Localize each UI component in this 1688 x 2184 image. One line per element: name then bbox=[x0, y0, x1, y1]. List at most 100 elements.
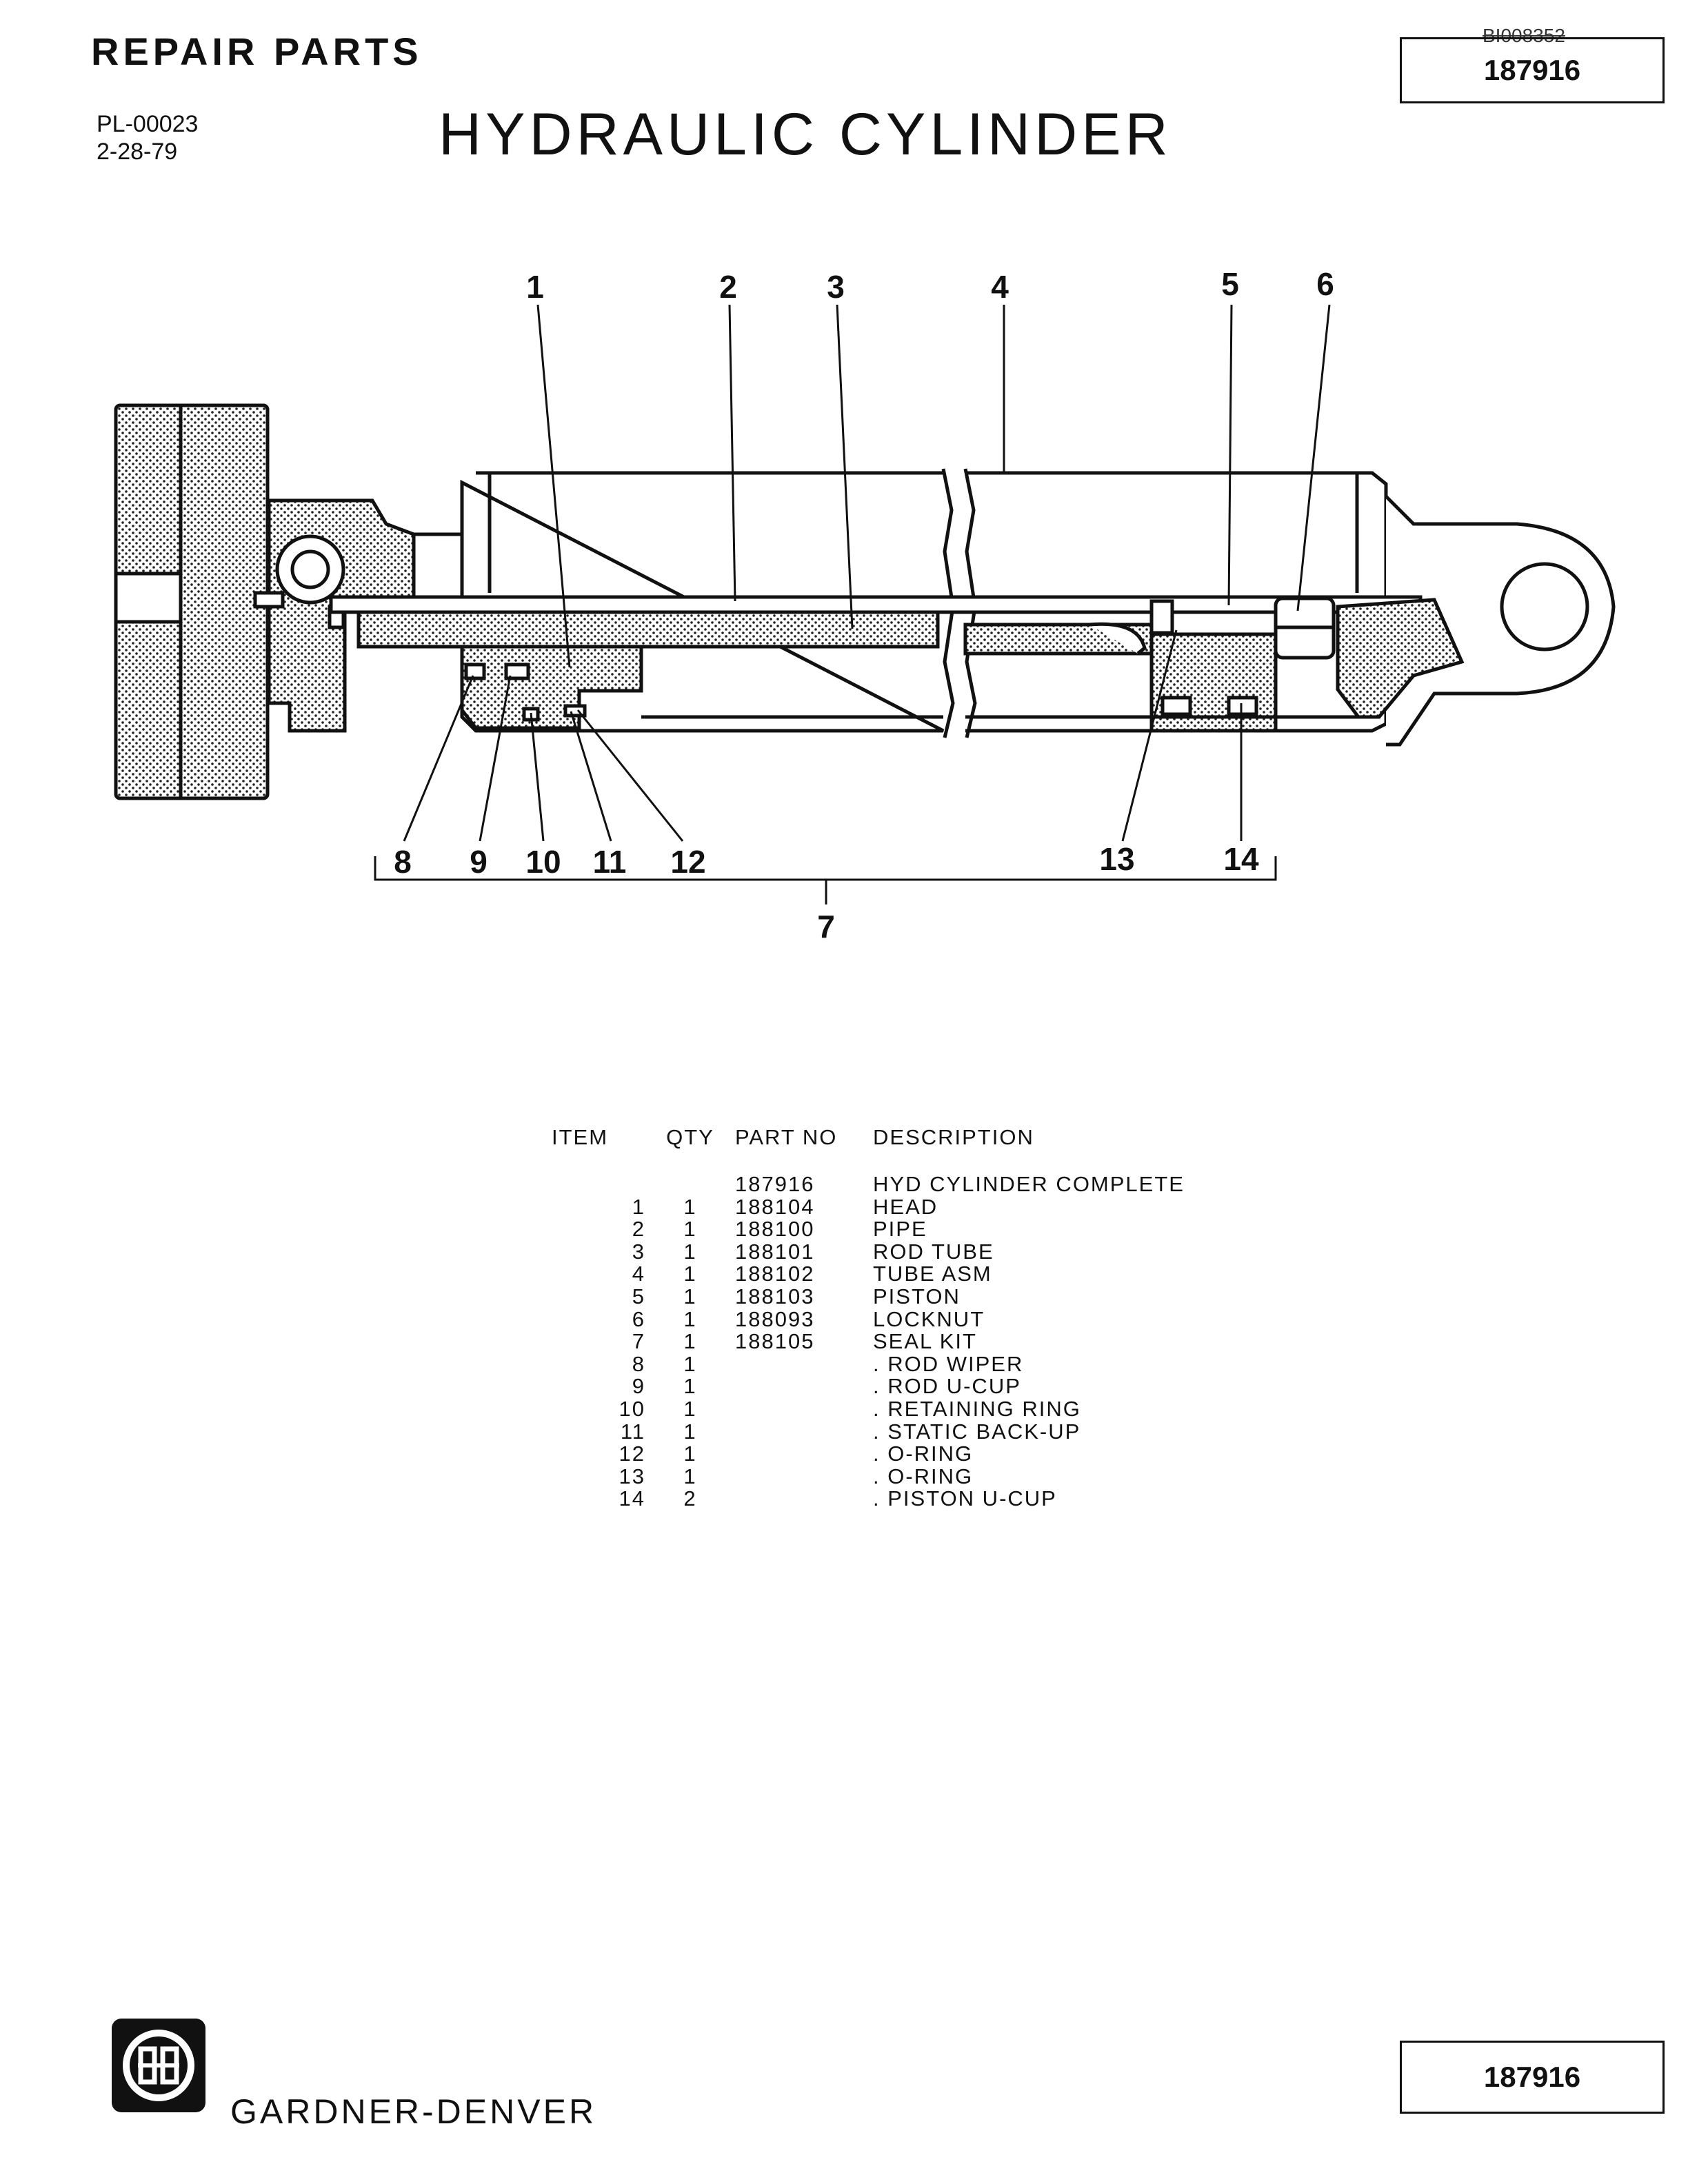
callout-14: 14 bbox=[1223, 841, 1259, 877]
row-item: 1 bbox=[632, 1194, 645, 1219]
row-description: PISTON bbox=[873, 1284, 961, 1308]
row-item: 12 bbox=[619, 1442, 645, 1466]
document-id: BI008352 bbox=[1483, 25, 1565, 46]
row-description: . ROD U-CUP bbox=[873, 1374, 1021, 1399]
callout-11: 11 bbox=[593, 844, 627, 880]
row-qty: 1 bbox=[683, 1194, 697, 1219]
row-qty: 1 bbox=[683, 1442, 697, 1466]
row-qty: 1 bbox=[683, 1464, 697, 1488]
callout-12: 12 bbox=[670, 844, 705, 880]
row-item: 14 bbox=[619, 1486, 645, 1511]
callout-2: 2 bbox=[719, 269, 737, 305]
row-description: . STATIC BACK-UP bbox=[873, 1419, 1081, 1444]
part-number-top: 187916 bbox=[1483, 54, 1581, 86]
row-description: ROD TUBE bbox=[873, 1239, 994, 1264]
row-qty: 1 bbox=[683, 1329, 697, 1354]
callout-6: 6 bbox=[1316, 266, 1334, 302]
row-part-no bbox=[735, 1466, 873, 1488]
row-item: 9 bbox=[632, 1374, 645, 1399]
row-qty: 1 bbox=[683, 1374, 697, 1399]
table-row: 9 1 . ROD U-CUP bbox=[552, 1375, 1185, 1398]
row-part-no bbox=[735, 1421, 873, 1444]
row-qty bbox=[645, 1173, 735, 1196]
row-qty: 1 bbox=[683, 1419, 697, 1444]
row-qty: 2 bbox=[683, 1486, 697, 1511]
row-description: . PISTON U-CUP bbox=[873, 1486, 1057, 1511]
part-number-bottom: 187916 bbox=[1483, 2061, 1581, 2093]
part-number-box-top: 187916 bbox=[1400, 37, 1665, 103]
row-item: 10 bbox=[619, 1396, 645, 1421]
callout-4: 4 bbox=[991, 269, 1009, 305]
plate-info: PL-00023 2-28-79 bbox=[97, 110, 198, 165]
rod-eye bbox=[1500, 562, 1589, 651]
row-part-no bbox=[735, 1375, 873, 1398]
table-row: 12 1 . O-RING bbox=[552, 1443, 1185, 1466]
col-description: DESCRIPTION bbox=[873, 1125, 1034, 1149]
table-row: 14 2 . PISTON U-CUP bbox=[552, 1488, 1185, 1510]
row-qty: 1 bbox=[683, 1306, 697, 1331]
row-description: TUBE ASM bbox=[873, 1262, 992, 1286]
row-part-no: 188093 bbox=[735, 1306, 815, 1331]
row-description: . RETAINING RING bbox=[873, 1396, 1081, 1421]
table-row: 3 1 188101 ROD TUBE bbox=[552, 1239, 1185, 1264]
row-description: HEAD bbox=[873, 1194, 938, 1219]
cylinder-diagram: 1 2 3 4 5 6 8 9 10 11 12 13 14 7 bbox=[114, 266, 1616, 944]
part-number-box-bottom: 187916 bbox=[1400, 2041, 1665, 2114]
table-row: 6 1 188093 LOCKNUT bbox=[552, 1308, 1185, 1331]
row-qty: 1 bbox=[683, 1217, 697, 1242]
row-item: 5 bbox=[632, 1284, 645, 1308]
table-row: 5 1 188103 PISTON bbox=[552, 1284, 1185, 1308]
row-part-no bbox=[735, 1398, 873, 1421]
row-part-no: 188104 bbox=[735, 1194, 815, 1219]
mount-flange-slot bbox=[114, 572, 183, 624]
row-part-no bbox=[735, 1443, 873, 1466]
callout-3: 3 bbox=[827, 269, 845, 305]
row-qty: 1 bbox=[683, 1284, 697, 1308]
row-part-no: 188105 bbox=[735, 1329, 815, 1354]
row-part-no: 188100 bbox=[735, 1217, 815, 1242]
pipe bbox=[329, 595, 1423, 614]
col-qty: QTY bbox=[666, 1125, 714, 1149]
seal-kit-bracket bbox=[374, 856, 1277, 881]
row-item: 6 bbox=[632, 1306, 645, 1331]
row-part-no bbox=[735, 1488, 873, 1510]
company-name: GARDNER-DENVER bbox=[230, 2092, 597, 2131]
parts-header-row: ITEM QTY PART NO DESCRIPTION bbox=[552, 1125, 1185, 1173]
table-row: 10 1 . RETAINING RING bbox=[552, 1396, 1185, 1421]
row-part-no: 188102 bbox=[735, 1262, 815, 1286]
row-item: 8 bbox=[632, 1351, 645, 1376]
row-description: . O-RING bbox=[873, 1442, 974, 1466]
callout-10: 10 bbox=[525, 844, 561, 880]
col-part-no: PART NO bbox=[735, 1125, 838, 1149]
col-item: ITEM bbox=[552, 1125, 609, 1149]
row-qty: 1 bbox=[683, 1239, 697, 1264]
row-part-no: 188101 bbox=[735, 1239, 815, 1264]
row-description: PIPE bbox=[873, 1217, 927, 1242]
row-item bbox=[552, 1173, 645, 1196]
section-heading: REPAIR PARTS bbox=[91, 30, 423, 73]
row-part-no: 188103 bbox=[735, 1284, 815, 1308]
plate-date: 2-28-79 bbox=[97, 139, 178, 165]
callout-8: 8 bbox=[394, 844, 412, 880]
callout-1: 1 bbox=[526, 269, 544, 305]
rod-tube bbox=[356, 610, 940, 649]
row-item: 3 bbox=[632, 1239, 645, 1264]
callout-5: 5 bbox=[1221, 266, 1239, 302]
row-qty: 1 bbox=[683, 1396, 697, 1421]
row-item: 7 bbox=[632, 1329, 645, 1354]
rod-end bbox=[1385, 495, 1616, 747]
row-item: 11 bbox=[620, 1419, 645, 1444]
row-part-no bbox=[735, 1353, 873, 1376]
row-description: LOCKNUT bbox=[873, 1306, 985, 1331]
gardner-denver-logo bbox=[112, 2019, 205, 2112]
row-qty: 1 bbox=[683, 1262, 697, 1286]
